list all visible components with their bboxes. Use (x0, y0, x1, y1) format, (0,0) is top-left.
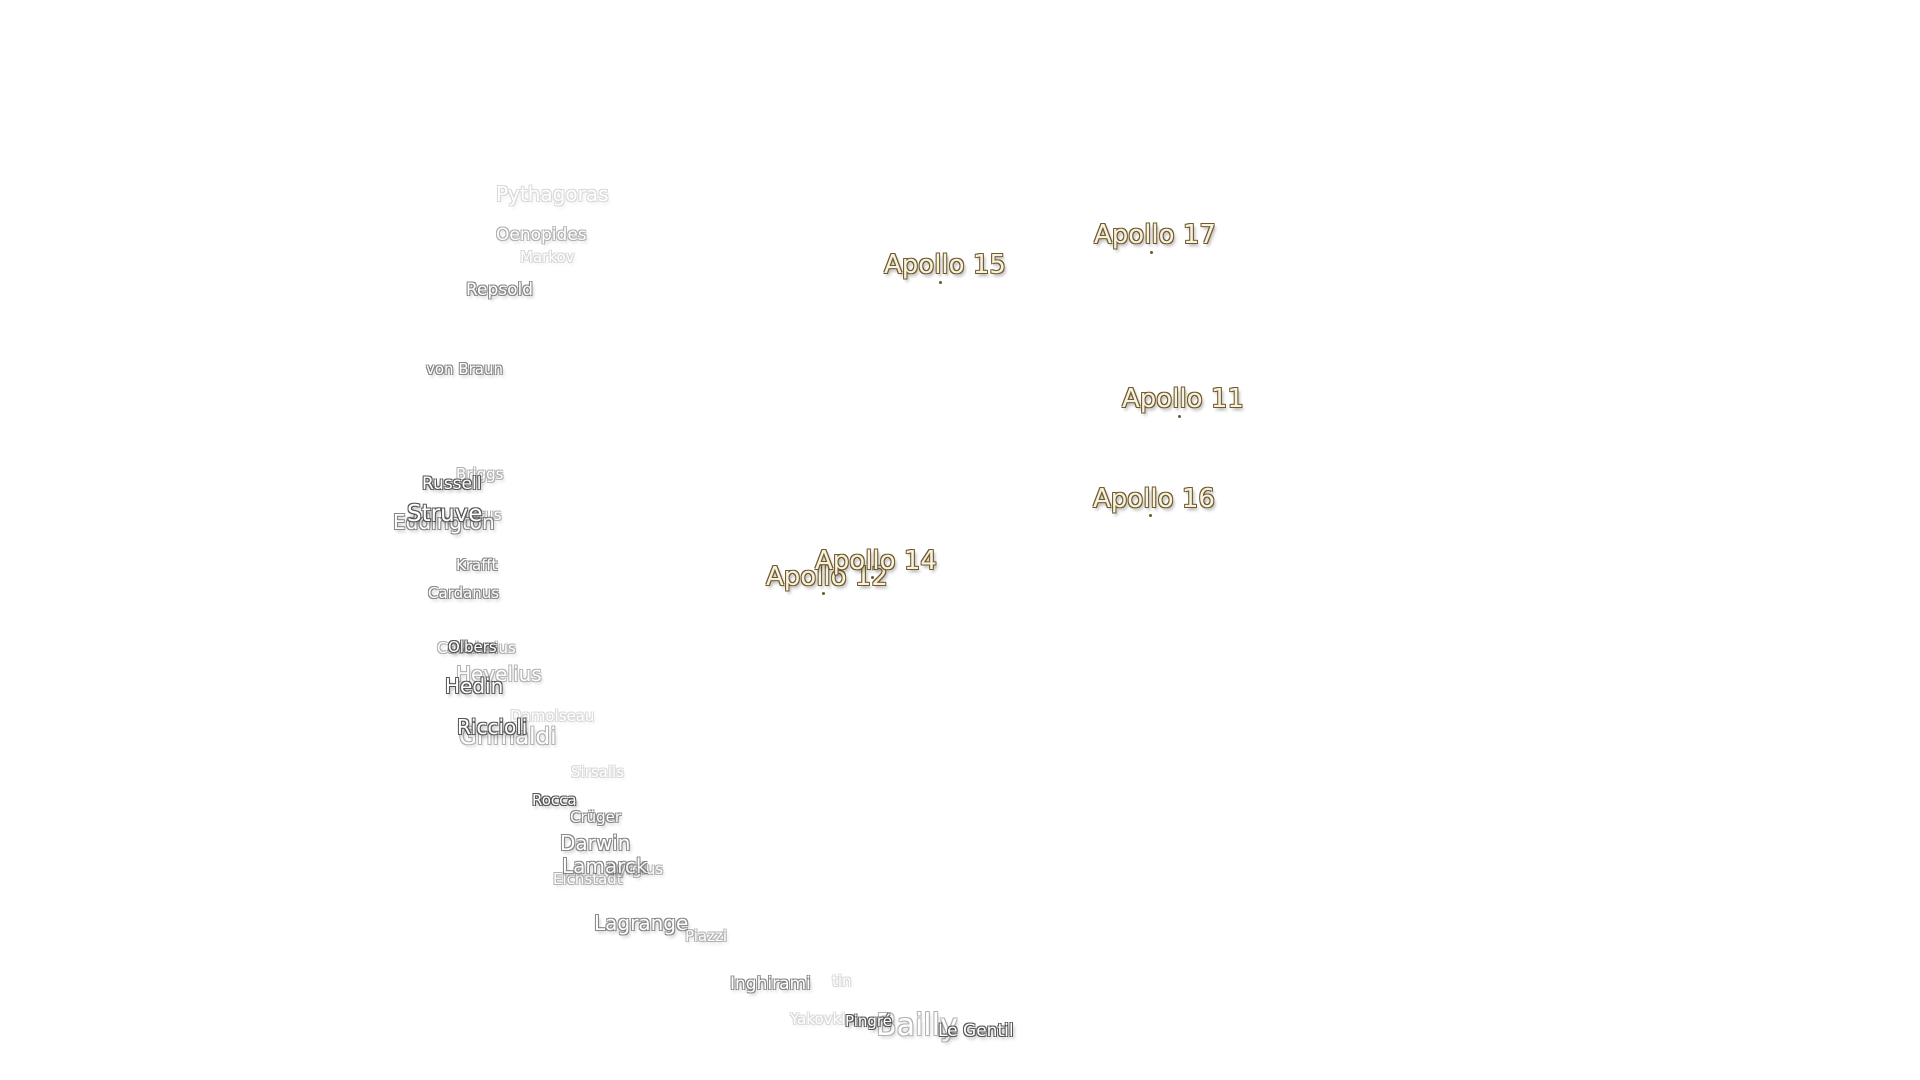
crater-label-hevelius[interactable]: Hevelius (456, 662, 542, 686)
crater-label-oenopides[interactable]: Oenopides (496, 225, 587, 245)
landing-site-marker-apollo-16[interactable] (1149, 514, 1152, 517)
crater-label-krafft[interactable]: Krafft (456, 556, 498, 574)
crater-label-struve[interactable]: Struve (407, 501, 483, 527)
crater-label-pythagoras[interactable]: Pythagoras (496, 182, 609, 206)
crater-label-olbers[interactable]: Olbers (448, 638, 497, 656)
landing-site-marker-apollo-14[interactable] (871, 576, 874, 579)
crater-label-lamarck[interactable]: Lamarck (562, 854, 648, 878)
crater-label-pingre[interactable]: Pingré (845, 1012, 892, 1030)
crater-label-seleucus[interactable]: cus (476, 506, 502, 524)
crater-label-grimaldi[interactable]: Grimaldi (459, 724, 557, 750)
crater-label-riccioli[interactable]: Riccioli (457, 715, 528, 739)
crater-label-le-gentil[interactable]: Le Gentil (938, 1021, 1014, 1041)
crater-label-cardanus[interactable]: Cardanus (428, 584, 500, 602)
landing-site-label-apollo-14[interactable]: Apollo 14 (815, 546, 937, 576)
crater-label-markov[interactable]: Markov (520, 248, 575, 266)
landing-site-marker-apollo-17[interactable] (1150, 251, 1153, 254)
crater-label-byrgius[interactable]: Byrgius (607, 860, 664, 878)
crater-label-rocca[interactable]: Rocca (532, 791, 577, 809)
landing-site-label-apollo-17[interactable]: Apollo 17 (1094, 220, 1216, 250)
crater-label-inghirami[interactable]: Inghirami (730, 974, 811, 994)
landing-site-label-apollo-15[interactable]: Apollo 15 (884, 250, 1006, 280)
landing-site-marker-apollo-11[interactable] (1178, 415, 1181, 418)
landing-site-label-apollo-12[interactable]: Apollo 12 (766, 562, 888, 592)
crater-label-cavalerius[interactable]: Cavalerius (437, 639, 516, 657)
landing-site-label-apollo-16[interactable]: Apollo 16 (1093, 484, 1215, 514)
landing-site-marker-apollo-15[interactable] (939, 281, 942, 284)
crater-label-von-braun[interactable]: von Braun (426, 360, 503, 378)
landing-site-marker-apollo-12[interactable] (822, 592, 825, 595)
crater-label-hedin[interactable]: Hedin (445, 674, 504, 698)
crater-label-lagrange[interactable]: Lagrange (594, 911, 689, 935)
crater-label-cruger[interactable]: Crüger (570, 808, 622, 826)
crater-label-yakovkin[interactable]: Yakovkin (790, 1010, 855, 1028)
crater-label-sirsalis[interactable]: Sirsalis (571, 763, 625, 781)
crater-label-eddington[interactable]: Eddington (393, 510, 495, 534)
crater-label-fourier[interactable]: tin (832, 972, 852, 990)
landing-site-label-apollo-11[interactable]: Apollo 11 (1122, 384, 1244, 414)
crater-label-damoiseau[interactable]: Damoiseau (510, 707, 595, 725)
crater-label-darwin[interactable]: Darwin (560, 831, 631, 855)
crater-label-repsold[interactable]: Repsold (466, 280, 534, 300)
crater-label-briggs[interactable]: Briggs (456, 465, 504, 483)
crater-label-piazzi[interactable]: Piazzi (685, 927, 727, 945)
crater-label-russell[interactable]: Russell (422, 474, 482, 494)
crater-label-bailly[interactable]: Bailly (876, 1008, 958, 1043)
crater-label-eichstadt[interactable]: Eichstadt (553, 870, 623, 888)
